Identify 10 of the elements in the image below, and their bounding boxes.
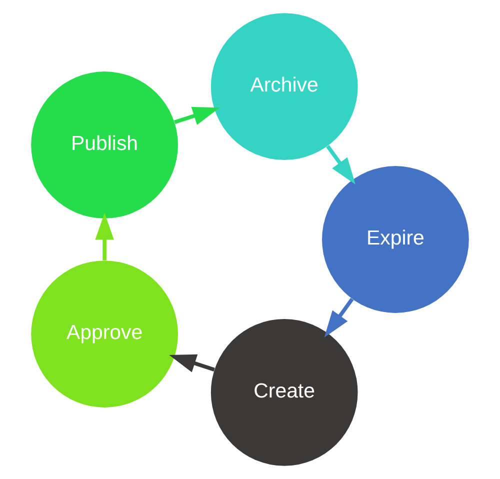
arrow	[169, 354, 215, 372]
arrow	[326, 145, 356, 185]
arrow	[174, 106, 220, 125]
node-circle: Archive	[210, 13, 358, 160]
node-circle: Publish	[31, 72, 178, 218]
node-circle: Expire	[322, 166, 469, 313]
node-circle: Create	[210, 318, 358, 466]
arrow	[324, 298, 354, 338]
node-circle: Approve	[31, 260, 178, 408]
arrow	[95, 212, 114, 260]
